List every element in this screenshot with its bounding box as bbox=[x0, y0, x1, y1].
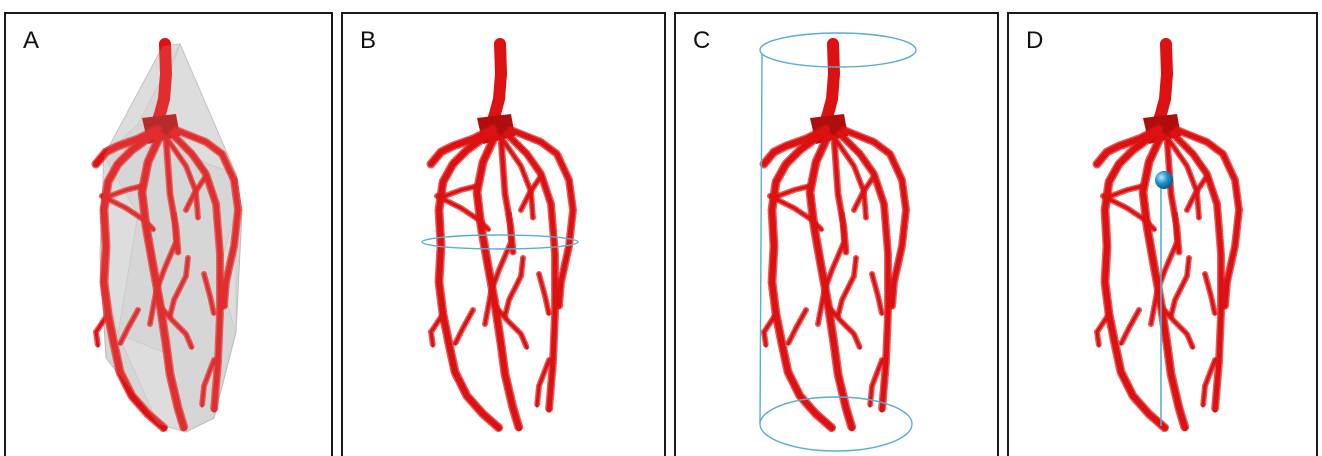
vessel-trunk bbox=[824, 44, 834, 126]
vessel-trunk bbox=[1157, 44, 1167, 126]
vessel-texture bbox=[1121, 310, 1139, 344]
vessel-texture bbox=[1111, 186, 1143, 196]
vessel-texture bbox=[431, 314, 443, 346]
panel-a: A bbox=[4, 12, 333, 456]
hull-sheen bbox=[100, 44, 242, 432]
vessel-texture bbox=[1097, 314, 1109, 346]
vessel-texture bbox=[838, 258, 856, 316]
vessel-texture bbox=[455, 310, 473, 344]
vessel-texture bbox=[810, 136, 852, 428]
panel-b-label: B bbox=[360, 29, 376, 53]
panel-c: C bbox=[674, 12, 999, 456]
panel-d: D bbox=[1007, 12, 1318, 456]
cylinder-bottom bbox=[760, 397, 912, 451]
cylinder-side bbox=[760, 54, 762, 424]
vessel-texture bbox=[764, 314, 776, 346]
centroid-sphere bbox=[1155, 171, 1173, 189]
panel-b: B bbox=[341, 12, 666, 456]
vessel-texture bbox=[1205, 274, 1215, 314]
vessel-texture bbox=[539, 274, 549, 314]
panel-d-label: D bbox=[1026, 29, 1043, 53]
vessel-tree bbox=[1097, 44, 1239, 428]
vessel-tree bbox=[764, 44, 906, 428]
vessel-texture bbox=[1171, 258, 1189, 316]
vessel-texture bbox=[778, 186, 810, 196]
panel-c-label: C bbox=[693, 29, 710, 53]
vessel-texture bbox=[505, 258, 523, 316]
vessel-texture bbox=[477, 136, 519, 428]
vessel-texture bbox=[445, 186, 477, 196]
vessel-texture bbox=[788, 310, 806, 344]
vessel-trunk bbox=[491, 44, 501, 126]
panel-a-label: A bbox=[23, 29, 39, 53]
vessel-texture bbox=[872, 274, 882, 314]
